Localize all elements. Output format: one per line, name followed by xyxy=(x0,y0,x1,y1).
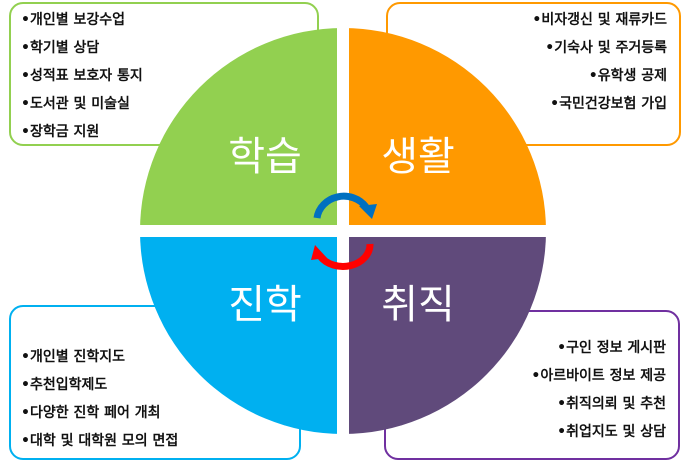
list-item: 추천입학제도 xyxy=(21,371,299,399)
list-item: 학기별 상담 xyxy=(21,34,317,62)
life-title: 생활 xyxy=(381,134,455,180)
list-item: 다양한 진학 페어 개최 xyxy=(21,399,299,427)
list-item: 비자갱신 및 재류카드 xyxy=(388,6,667,34)
job-title: 취직 xyxy=(381,282,455,328)
advance-title: 진학 xyxy=(228,282,302,328)
list-item: 개인별 진학지도 xyxy=(21,343,299,371)
study-title: 학습 xyxy=(228,134,302,180)
list-item: 대학 및 대학원 모의 면접 xyxy=(21,427,299,455)
list-item: 취직의뢰 및 추천 xyxy=(386,390,666,418)
list-item: 취업지도 및 상담 xyxy=(386,418,666,446)
study-quadrant xyxy=(140,28,343,231)
list-item: 유학생 공제 xyxy=(388,62,667,90)
list-item: 장학금 지원 xyxy=(21,118,317,146)
list-item: 개인별 보강수업 xyxy=(21,6,317,34)
advance-quadrant xyxy=(140,231,343,434)
list-item: 도서관 및 미술실 xyxy=(21,90,317,118)
cycle-arrow-top-icon xyxy=(313,192,377,219)
list-item: 기숙사 및 주거등록 xyxy=(388,34,667,62)
cycle-arrow-bottom-icon xyxy=(311,243,374,270)
list-item: 성적표 보호자 통지 xyxy=(21,62,317,90)
list-item: 국민건강보험 가입 xyxy=(388,90,667,118)
job-quadrant xyxy=(343,231,546,434)
list-item: 아르바이트 정보 제공 xyxy=(386,362,666,390)
life-quadrant xyxy=(343,28,546,231)
divider-horizontal xyxy=(130,225,555,237)
list-item: 구인 정보 게시판 xyxy=(386,334,666,362)
